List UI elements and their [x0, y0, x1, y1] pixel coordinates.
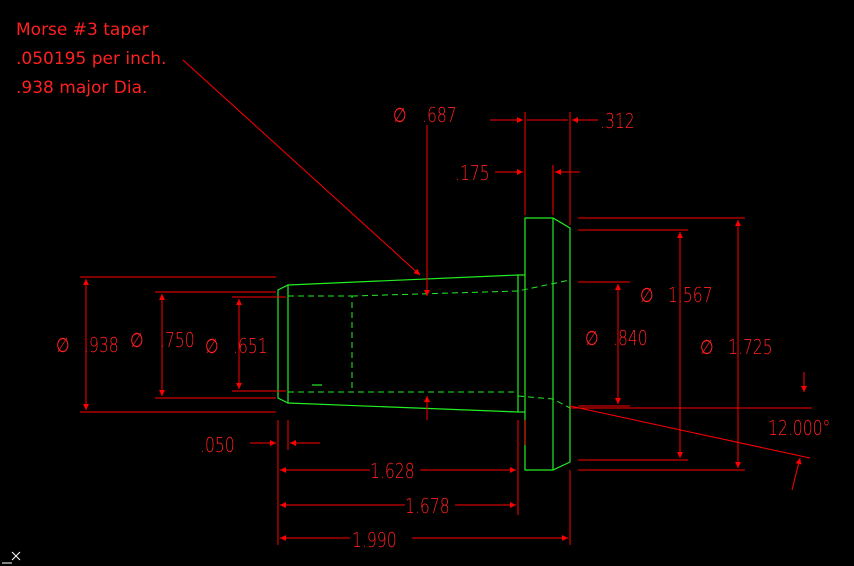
dim-dia-938: .938	[84, 334, 119, 357]
ucs-icon	[2, 551, 21, 564]
dia-symbol-687: ∅	[393, 104, 407, 127]
dim-1628: 1.628	[370, 460, 415, 483]
dim-dia-1725: 1.725	[728, 336, 773, 359]
dim-angle-12: 12.000°	[768, 417, 830, 440]
hidden-taper-bottom	[517, 395, 571, 409]
dimension-lines	[80, 59, 812, 545]
part-geometry	[277, 217, 571, 471]
dia-symbol-750: ∅	[130, 329, 144, 352]
dim-dia-840: .840	[613, 327, 648, 350]
dim-1990: 1.990	[352, 529, 397, 552]
dim-050: .050	[200, 434, 235, 457]
dia-symbol-1567: ∅	[640, 284, 654, 307]
dim-312: .312	[600, 110, 635, 133]
hidden-taper-top	[351, 279, 571, 297]
note-line-3: .938 major Dia.	[16, 78, 147, 98]
dim-dia-687: .687	[422, 104, 457, 127]
dim-1678: 1.678	[405, 495, 450, 518]
note-line-2: .050195 per inch.	[16, 49, 166, 69]
dia-symbol-1725: ∅	[700, 336, 714, 359]
dia-symbol-938: ∅	[56, 334, 70, 357]
dia-symbol-651: ∅	[205, 335, 219, 358]
note-line-1: Morse #3 taper	[16, 20, 149, 40]
hidden-bore	[288, 295, 518, 393]
dimension-text: ∅ .687 .312 .175 ∅ .938 ∅ .750 ∅ .651 ∅ …	[56, 104, 830, 552]
dia-symbol-840: ∅	[585, 327, 599, 350]
note-text: Morse #3 taper .050195 per inch. .938 ma…	[16, 20, 166, 98]
dim-dia-750: .750	[160, 329, 195, 352]
dim-dia-651: .651	[233, 335, 268, 358]
flange-outline	[524, 217, 571, 471]
dim-dia-1567: 1.567	[668, 284, 713, 307]
dim-175: .175	[455, 162, 490, 185]
